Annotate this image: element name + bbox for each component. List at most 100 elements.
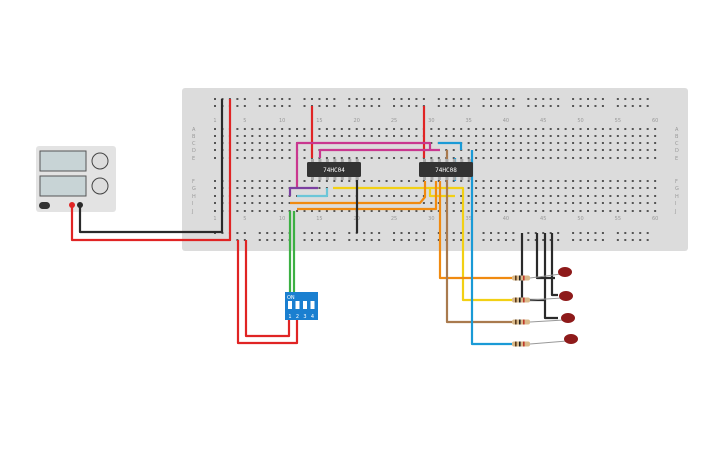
rail-hole[interactable] bbox=[303, 239, 306, 241]
breadboard-hole[interactable] bbox=[639, 202, 642, 204]
breadboard-hole[interactable] bbox=[430, 180, 433, 182]
rail-hole[interactable] bbox=[333, 98, 336, 100]
breadboard-hole[interactable] bbox=[542, 135, 545, 137]
rail-hole[interactable] bbox=[512, 239, 515, 241]
rail-hole[interactable] bbox=[393, 239, 396, 241]
breadboard-hole[interactable] bbox=[579, 157, 582, 159]
power-switch[interactable] bbox=[39, 202, 50, 209]
rail-hole[interactable] bbox=[467, 232, 470, 234]
led[interactable] bbox=[559, 291, 573, 301]
breadboard-hole[interactable] bbox=[639, 149, 642, 151]
power-supply[interactable] bbox=[36, 146, 116, 212]
breadboard-hole[interactable] bbox=[400, 135, 403, 137]
breadboard-hole[interactable] bbox=[266, 202, 269, 204]
breadboard-hole[interactable] bbox=[587, 142, 589, 144]
breadboard-hole[interactable] bbox=[504, 128, 507, 130]
breadboard-hole[interactable] bbox=[646, 187, 649, 189]
rail-hole[interactable] bbox=[616, 98, 619, 100]
breadboard-hole[interactable] bbox=[631, 128, 634, 130]
breadboard-hole[interactable] bbox=[579, 142, 582, 144]
breadboard-hole[interactable] bbox=[609, 142, 612, 144]
blue-wire-1[interactable] bbox=[438, 141, 463, 150]
breadboard-hole[interactable] bbox=[497, 202, 500, 204]
breadboard-hole[interactable] bbox=[303, 180, 306, 182]
rail-hole[interactable] bbox=[333, 105, 336, 107]
breadboard-hole[interactable] bbox=[407, 180, 410, 182]
rail-hole[interactable] bbox=[579, 98, 582, 100]
rail-hole[interactable] bbox=[415, 232, 418, 234]
breadboard-hole[interactable] bbox=[549, 180, 552, 182]
breadboard-hole[interactable] bbox=[296, 128, 299, 130]
rail-hole[interactable] bbox=[482, 239, 485, 241]
breadboard-hole[interactable] bbox=[273, 202, 276, 204]
rail-hole[interactable] bbox=[415, 105, 418, 107]
rail-hole[interactable] bbox=[355, 239, 358, 241]
rail-hole[interactable] bbox=[422, 239, 425, 241]
breadboard-hole[interactable] bbox=[273, 195, 276, 197]
breadboard-hole[interactable] bbox=[646, 128, 649, 130]
breadboard-hole[interactable] bbox=[527, 135, 530, 137]
rail-hole[interactable] bbox=[490, 239, 493, 241]
breadboard-hole[interactable] bbox=[214, 157, 216, 159]
rail-hole[interactable] bbox=[422, 232, 425, 234]
rail-hole[interactable] bbox=[363, 105, 366, 107]
breadboard-hole[interactable] bbox=[393, 195, 396, 197]
breadboard-hole[interactable] bbox=[504, 187, 507, 189]
rail-hole[interactable] bbox=[318, 239, 321, 241]
breadboard-hole[interactable] bbox=[475, 195, 478, 197]
rail-hole[interactable] bbox=[587, 105, 589, 107]
breadboard-hole[interactable] bbox=[616, 187, 619, 189]
breadboard-hole[interactable] bbox=[460, 157, 463, 159]
breadboard-hole[interactable] bbox=[281, 149, 284, 151]
breadboard-hole[interactable] bbox=[631, 180, 634, 182]
rail-hole[interactable] bbox=[258, 239, 261, 241]
rail-hole[interactable] bbox=[504, 232, 507, 234]
breadboard-hole[interactable] bbox=[318, 187, 321, 189]
rail-hole[interactable] bbox=[415, 239, 418, 241]
breadboard-hole[interactable] bbox=[251, 128, 254, 130]
rail-hole[interactable] bbox=[504, 98, 507, 100]
rail-hole[interactable] bbox=[258, 105, 261, 107]
breadboard-hole[interactable] bbox=[594, 195, 597, 197]
breadboard-hole[interactable] bbox=[460, 202, 463, 204]
rail-hole[interactable] bbox=[624, 232, 627, 234]
rail-hole[interactable] bbox=[460, 239, 463, 241]
breadboard-hole[interactable] bbox=[340, 210, 343, 212]
breadboard-hole[interactable] bbox=[654, 202, 657, 204]
rail-hole[interactable] bbox=[594, 105, 597, 107]
breadboard-hole[interactable] bbox=[363, 195, 366, 197]
breadboard-hole[interactable] bbox=[534, 195, 537, 197]
rail-hole[interactable] bbox=[460, 232, 463, 234]
breadboard-hole[interactable] bbox=[587, 210, 589, 212]
voltage-knob[interactable] bbox=[91, 152, 109, 170]
breadboard-hole[interactable] bbox=[467, 187, 470, 189]
breadboard-hole[interactable] bbox=[534, 187, 537, 189]
breadboard-hole[interactable] bbox=[467, 149, 470, 151]
breadboard-hole[interactable] bbox=[557, 149, 560, 151]
breadboard-hole[interactable] bbox=[564, 128, 567, 130]
rail-hole[interactable] bbox=[542, 232, 545, 234]
orange-wire-1[interactable] bbox=[290, 181, 427, 205]
rail-hole[interactable] bbox=[587, 239, 589, 241]
rail-hole[interactable] bbox=[601, 105, 604, 107]
breadboard-hole[interactable] bbox=[587, 128, 589, 130]
rail-hole[interactable] bbox=[393, 105, 396, 107]
rail-hole[interactable] bbox=[266, 239, 269, 241]
rail-hole[interactable] bbox=[378, 232, 381, 234]
breadboard-hole[interactable] bbox=[579, 187, 582, 189]
breadboard-hole[interactable] bbox=[288, 128, 291, 130]
breadboard-hole[interactable] bbox=[266, 157, 269, 159]
breadboard-hole[interactable] bbox=[631, 187, 634, 189]
rail-hole[interactable] bbox=[288, 98, 291, 100]
breadboard-hole[interactable] bbox=[214, 180, 216, 182]
breadboard-hole[interactable] bbox=[393, 210, 396, 212]
breadboard-hole[interactable] bbox=[527, 149, 530, 151]
rail-hole[interactable] bbox=[348, 105, 351, 107]
rail-hole[interactable] bbox=[318, 98, 321, 100]
breadboard-hole[interactable] bbox=[601, 142, 604, 144]
rail-hole[interactable] bbox=[542, 239, 545, 241]
breadboard-hole[interactable] bbox=[549, 157, 552, 159]
rail-hole[interactable] bbox=[363, 239, 366, 241]
breadboard-hole[interactable] bbox=[281, 202, 284, 204]
rail-hole[interactable] bbox=[467, 98, 470, 100]
